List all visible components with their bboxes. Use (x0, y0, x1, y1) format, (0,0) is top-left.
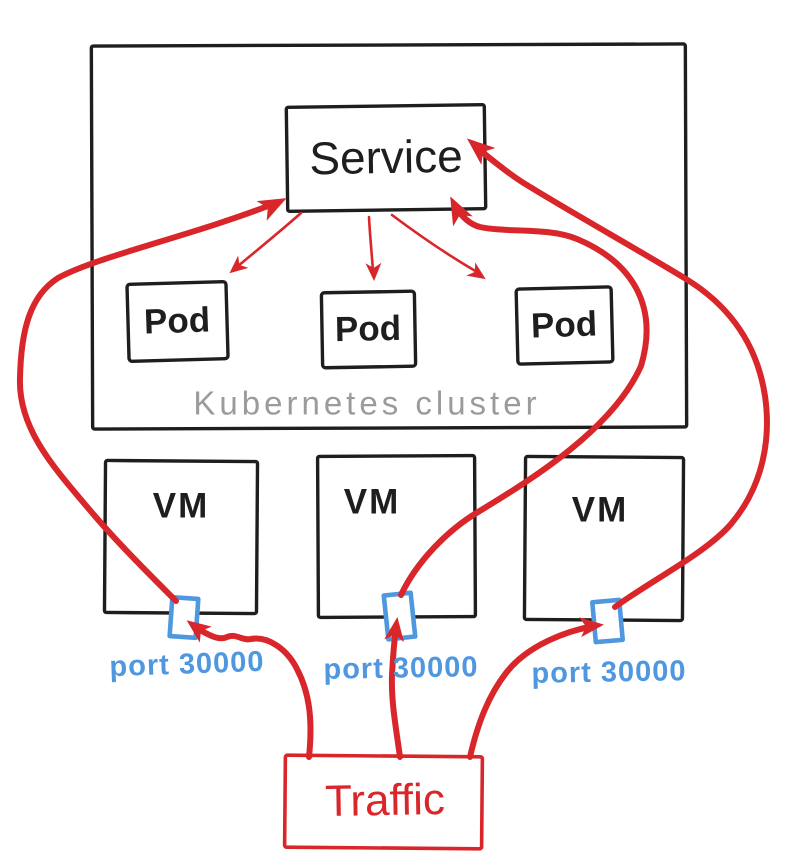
arrow-traffic-to-port2 (388, 626, 403, 760)
pod-box-1 (125, 280, 230, 363)
arrowhead-service-bottom-right (450, 196, 473, 227)
arrow-service-to-pod3 (390, 213, 479, 274)
vm-label-1: VM (152, 486, 210, 526)
arrow-port2-to-service (398, 203, 650, 598)
vm-label-2: VM (343, 482, 401, 522)
pod-box-2 (319, 289, 418, 370)
arrow-service-to-pod2 (367, 215, 375, 273)
port-label-2: port 30000 (323, 651, 479, 686)
pod-label-3: Pod (530, 304, 598, 346)
arrowhead-service-left (256, 198, 287, 221)
arrow-port3-to-service (478, 148, 770, 610)
cluster-label: Kubernetes cluster (193, 384, 541, 422)
arrowhead-pod3 (466, 262, 486, 280)
arrowhead-port3 (579, 617, 604, 638)
traffic-label: Traffic (324, 774, 446, 827)
arrowhead-service-top-right (466, 138, 496, 165)
arrow-traffic-to-port3 (467, 623, 597, 760)
arrow-traffic-to-port1 (195, 626, 314, 760)
pod-label-2: Pod (334, 308, 402, 350)
arrowhead-pod1 (229, 255, 249, 274)
arrow-service-to-pod1 (236, 211, 303, 268)
vm-label-3: VM (571, 490, 629, 530)
arrow-port1-to-service (16, 203, 271, 604)
pod-box-3 (514, 285, 615, 366)
arrowhead-port1 (186, 620, 212, 643)
vm-box-3 (522, 454, 686, 623)
arrowhead-pod2 (365, 262, 382, 281)
port-label-1: port 30000 (108, 645, 266, 684)
service-label: Service (308, 129, 464, 185)
vm-box-1 (102, 458, 260, 616)
pod-label-1: Pod (143, 300, 211, 342)
arrowhead-port2 (384, 617, 404, 643)
traffic-box (282, 753, 485, 851)
port-label-3: port 30000 (531, 655, 687, 690)
